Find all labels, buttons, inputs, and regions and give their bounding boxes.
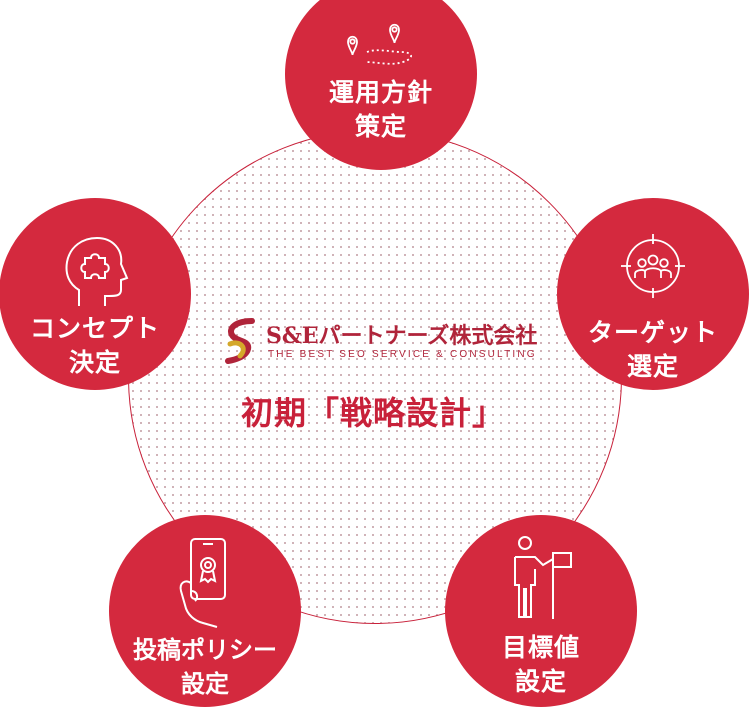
person-with-flag-icon <box>491 533 591 619</box>
node-kpi-label: 目標値 設定 <box>502 631 580 699</box>
head-puzzle-icon <box>45 234 145 308</box>
company-logo: S&Eパートナーズ株式会社 THE BEST SEO SERVICE & CON… <box>222 318 542 368</box>
route-map-pin-icon <box>331 18 431 70</box>
node-concept-label: コンセプト 決定 <box>30 312 160 380</box>
node-policy: 運用方針 策定 <box>285 0 477 170</box>
node-target-line-2: 選定 <box>626 352 679 381</box>
node-target: ターゲット 選定 <box>557 198 749 390</box>
node-target-label: ターゲット 選定 <box>588 316 718 384</box>
node-kpi: 目標値 設定 <box>445 515 637 707</box>
node-policy-line-1: 運用方針 <box>328 78 433 107</box>
center-title: 初期「戦略設計」 <box>240 394 505 432</box>
node-posting-line-1: 投稿ポリシー <box>133 636 277 664</box>
logo-name: S&Eパートナーズ株式会社 <box>266 323 538 349</box>
node-kpi-line-1: 目標値 <box>501 633 580 662</box>
logo-mark-icon <box>225 318 255 364</box>
node-kpi-line-2: 設定 <box>514 667 567 696</box>
node-concept: コンセプト 決定 <box>0 198 191 390</box>
node-concept-line-1: コンセプト <box>29 314 160 343</box>
phone-certificate-icon <box>155 533 255 631</box>
node-posting: 投稿ポリシー 設定 <box>109 515 301 707</box>
logo-tagline: THE BEST SEO SERVICE & CONSULTING <box>268 349 537 360</box>
target-audience-icon <box>603 234 703 298</box>
node-target-line-1: ターゲット <box>587 318 718 347</box>
node-policy-label: 運用方針 策定 <box>329 76 433 144</box>
node-posting-label: 投稿ポリシー 設定 <box>133 633 277 701</box>
node-posting-line-2: 設定 <box>181 670 229 698</box>
node-policy-line-2: 策定 <box>354 112 407 141</box>
node-concept-line-2: 決定 <box>68 348 121 377</box>
